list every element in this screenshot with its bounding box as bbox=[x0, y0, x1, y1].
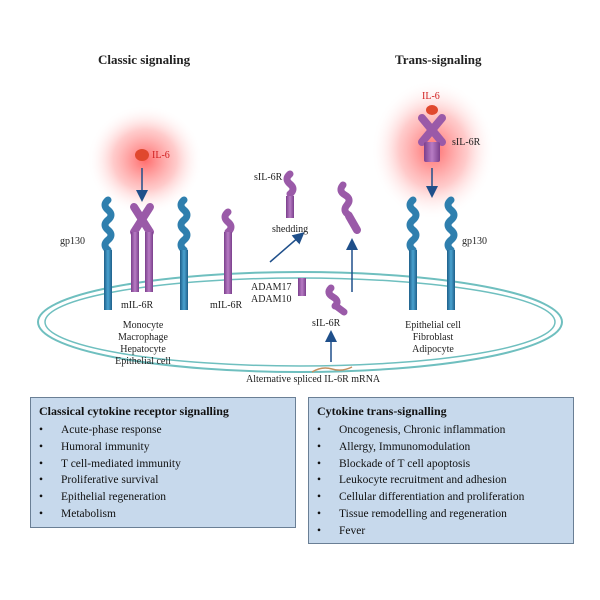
list-item: •Fever bbox=[317, 524, 366, 537]
shedding-arrow bbox=[269, 232, 305, 263]
heading-classic: Classic signaling bbox=[98, 52, 191, 67]
list-item: •Oncogenesis, Chronic inflammation bbox=[317, 424, 506, 436]
sil6r-shed-top bbox=[283, 170, 297, 218]
label-shedding: shedding bbox=[272, 224, 309, 235]
list-item: •Metabolism bbox=[39, 507, 116, 520]
list-item: •Humoral immunity bbox=[39, 440, 150, 453]
label-gp130-left: gp130 bbox=[60, 236, 85, 247]
label-alt-mrna: Alternative spliced IL-6R mRNA bbox=[246, 374, 381, 385]
list-item: •Acute-phase response bbox=[39, 424, 162, 436]
cell-type: Epithelial cell bbox=[405, 320, 461, 331]
list-item: •Proliferative survival bbox=[39, 474, 159, 487]
cell-type: Hepatocyte bbox=[120, 344, 166, 355]
list-item: •T cell-mediated immunity bbox=[39, 457, 181, 470]
label-adam17: ADAM17 bbox=[251, 282, 292, 293]
right-cell-types: Epithelial cell Fibroblast Adipocyte bbox=[388, 320, 478, 356]
label-gp130-right: gp130 bbox=[462, 236, 487, 247]
list-item: •Allergy, Immunomodulation bbox=[317, 440, 471, 453]
label-mil6r-1: mIL-6R bbox=[121, 300, 154, 311]
sil6r-middle bbox=[325, 284, 348, 316]
label-il6-left: IL-6 bbox=[152, 150, 170, 161]
label-adam10: ADAM10 bbox=[251, 294, 292, 305]
label-sil6r-right: sIL-6R bbox=[452, 137, 481, 148]
il6-ligand-right bbox=[426, 105, 438, 115]
gp130-receptor-right-1 bbox=[406, 196, 420, 310]
gp130-receptor-left-1 bbox=[101, 196, 115, 310]
list-item: •Tissue remodelling and regeneration bbox=[317, 507, 507, 520]
cell-type: Fibroblast bbox=[412, 332, 454, 343]
sil6r-il6-complex bbox=[418, 114, 446, 162]
left-cell-types: Monocyte Macrophage Hepatocyte Epithelia… bbox=[98, 320, 188, 368]
mrna-strand bbox=[311, 366, 353, 373]
list-item: •Cellular differentiation and proliferat… bbox=[317, 491, 525, 504]
cell-type: Macrophage bbox=[118, 332, 168, 343]
cell-membrane-outer bbox=[37, 271, 563, 373]
panel-classical-title: Classical cytokine receptor signalling bbox=[39, 404, 229, 418]
gp130-receptor-right-2 bbox=[444, 196, 458, 310]
panel-classical: Classical cytokine receptor signalling •… bbox=[30, 397, 296, 528]
gp130-receptor-left-2 bbox=[177, 196, 191, 310]
mil6r-dimer-left bbox=[130, 203, 154, 292]
heading-trans: Trans-signaling bbox=[395, 52, 482, 67]
label-mil6r-2: mIL-6R bbox=[210, 300, 243, 311]
label-sil6r-top: sIL-6R bbox=[254, 172, 283, 183]
cell-type: Adipocyte bbox=[412, 344, 454, 355]
panel-trans: Cytokine trans-signalling •Oncogenesis, … bbox=[308, 397, 574, 544]
panel-trans-list: •Oncogenesis, Chronic inflammation •Alle… bbox=[309, 422, 573, 540]
sil6r-free bbox=[337, 181, 361, 234]
adam-protease bbox=[298, 278, 306, 296]
label-sil6r-mid: sIL-6R bbox=[312, 318, 341, 329]
panel-trans-title: Cytokine trans-signalling bbox=[317, 404, 447, 418]
cell-type: Monocyte bbox=[122, 320, 164, 331]
panel-classical-list: •Acute-phase response •Humoral immunity … bbox=[31, 422, 295, 523]
cell-type: Epithelial cell bbox=[115, 356, 171, 367]
list-item: •Epithelial regeneration bbox=[39, 491, 167, 504]
list-item: •Blockade of T cell apoptosis bbox=[317, 457, 471, 470]
mil6r-single bbox=[221, 208, 235, 294]
label-il6-right: IL-6 bbox=[422, 91, 440, 102]
list-item: •Leukocyte recruitment and adhesion bbox=[317, 474, 507, 487]
il6-ligand-left bbox=[135, 149, 149, 161]
